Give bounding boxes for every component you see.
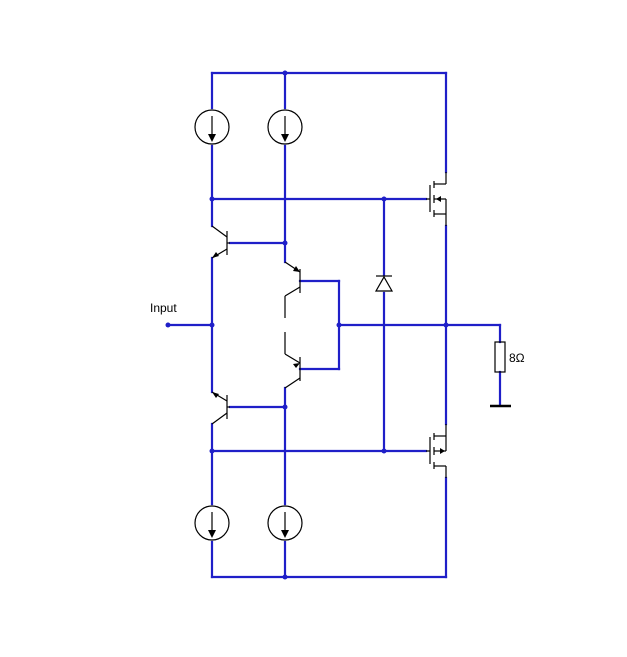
input-label: Input xyxy=(150,301,177,315)
junction-upper-bus-diode xyxy=(381,196,387,202)
junction-input-terminal xyxy=(165,322,171,328)
junction-q4-base xyxy=(282,404,288,410)
diode xyxy=(374,275,394,292)
current-source-bottom-left xyxy=(194,505,230,541)
junction-output-loop xyxy=(336,322,342,328)
junction-top-mid xyxy=(282,70,288,76)
current-source-bottom-mid xyxy=(267,505,303,541)
resistor-value-label: 8Ω xyxy=(509,351,525,365)
junction-lower-bus-diode xyxy=(381,448,387,454)
mosfet-m1 xyxy=(426,172,447,226)
junction-q3-base xyxy=(282,240,288,246)
junction-output-right xyxy=(443,322,449,328)
junctions xyxy=(165,70,449,580)
junction-upper-bus-left xyxy=(209,196,215,202)
bjt-q3 xyxy=(284,261,301,318)
current-source-top-mid xyxy=(267,109,303,145)
junction-lower-bus-left xyxy=(209,448,215,454)
wires xyxy=(166,71,502,579)
current-source-top-left xyxy=(194,109,230,145)
bjt-q1 xyxy=(211,225,230,259)
junction-input xyxy=(209,322,215,328)
load-resistor xyxy=(494,341,506,373)
junction-bottom-mid xyxy=(282,574,288,580)
mosfet-m2 xyxy=(426,424,447,478)
bjt-q4 xyxy=(284,332,301,389)
bjt-q2 xyxy=(211,391,230,425)
